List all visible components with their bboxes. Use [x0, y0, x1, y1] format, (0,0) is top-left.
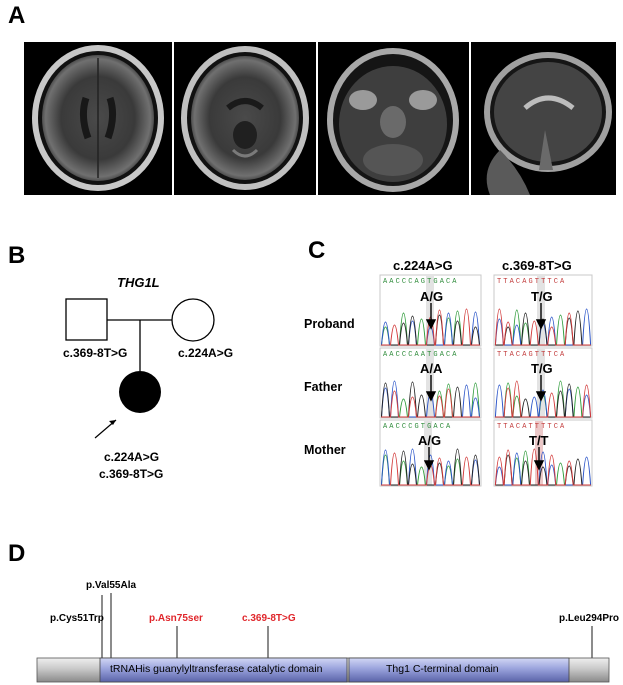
chromatogram-trace: [381, 448, 480, 486]
pedigree: [65, 298, 215, 439]
variant-label-c369: c.369-8T>G: [242, 613, 296, 624]
mother-symbol: [171, 298, 215, 342]
chromatogram-arrows: [423, 303, 547, 471]
domain-c-terminal: [348, 657, 570, 683]
col-header-2: c.369-8T>G: [502, 258, 572, 273]
row-label-proband: Proband: [304, 317, 355, 331]
panel-label-a: A: [8, 2, 26, 29]
genotype-proband-1: A/G: [420, 289, 444, 304]
chromatogram-trace: [381, 452, 480, 486]
domain-label-c-terminal: Thg1 C-terminal domain: [386, 663, 499, 675]
genotype-mother-2: T/T: [529, 433, 549, 448]
mother-variant: c.224A>G: [178, 346, 234, 360]
father-variant: c.369-8T>G: [63, 346, 128, 360]
genotype-father-2: T/G: [531, 361, 553, 376]
chromatogram-trace: [495, 309, 591, 346]
variant-label-cys51trp: p.Cys51Trp: [50, 613, 104, 624]
genotype-proband-2: T/G: [531, 289, 553, 304]
mri-axial-2: [174, 42, 316, 195]
proband-variant-2: c.369-8T>G: [99, 467, 164, 481]
mri-axial-3: [318, 42, 469, 195]
mri-sagittal: [471, 42, 616, 195]
genotype-mother-1: A/G: [418, 433, 442, 448]
chromatogram-trace: [494, 448, 591, 486]
seq-row2-col1: AACCCAATGACA: [383, 351, 459, 359]
protein-diagram: [36, 593, 610, 683]
row-label-mother: Mother: [304, 443, 346, 457]
chromatogram-trace: [494, 308, 591, 346]
genotype-father-1: A/A: [420, 361, 443, 376]
variant-label-val55ala: p.Val55Ala: [86, 580, 137, 591]
variant-label-asn75ser: p.Asn75ser: [149, 613, 203, 624]
panel-label-c: C: [308, 237, 326, 264]
chromatogram-trace: [495, 383, 591, 418]
seq-row1-col1: AACCCAGTGACA: [383, 278, 459, 286]
variant-label-leu294pro: p.Leu294Pro: [559, 613, 620, 624]
domain-catalytic: [99, 657, 348, 683]
proband-variant-1: c.224A>G: [104, 450, 160, 464]
chromatogram-trace: [495, 450, 591, 486]
gene-name: THG1L: [117, 275, 160, 290]
seq-row3-col2: TTACATTTTCA: [497, 423, 567, 431]
mri-axial-1: [24, 42, 172, 195]
proband-symbol: [119, 371, 161, 413]
panel-label-d: D: [8, 540, 26, 567]
domain-label-catalytic: tRNAHis guanylyltransferase catalytic do…: [110, 663, 323, 675]
chromatogram-grid: [379, 274, 593, 487]
row-label-father: Father: [304, 380, 343, 394]
col-header-1: c.224A>G: [393, 258, 453, 273]
chromatogram-trace: [381, 308, 480, 346]
seq-row1-col2: TTACAGTTTCA: [497, 278, 567, 286]
chromatogram-trace: [381, 388, 480, 418]
seq-row3-col1: AACCCGTGACA: [383, 423, 453, 431]
chromatogram-trace: [495, 380, 592, 418]
panel-label-b: B: [8, 242, 26, 269]
seq-row2-col2: TTACAGTTTCA: [497, 351, 567, 359]
father-symbol: [65, 298, 108, 341]
